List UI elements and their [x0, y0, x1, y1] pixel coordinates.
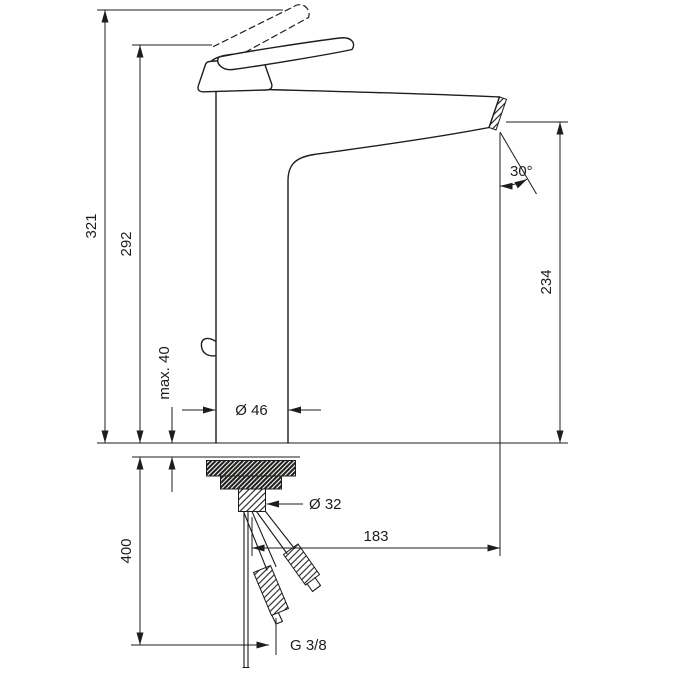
aerator-hatch: [488, 96, 508, 131]
dimension-annotations: 321 292 max. 40 400 234 30° Ø 46 Ø 32 18…: [83, 9, 568, 655]
raised-lever-dashed: [212, 4, 310, 61]
dim-label-max40: max. 40: [156, 346, 173, 399]
dim-label-dia46: Ø 46: [235, 402, 268, 419]
lever-handle: [217, 37, 355, 71]
hose-fitting-1-tip: [271, 612, 284, 625]
hose-fitting-1: [252, 564, 290, 617]
dim-label-dia32: Ø 32: [309, 496, 342, 513]
angle-line-30: [499, 131, 537, 195]
dim-label-321: 321: [83, 213, 100, 238]
angle-arc-30: [499, 178, 528, 190]
spout-underside: [287, 126, 490, 444]
mounting-nut: [220, 475, 282, 490]
supply-hose-2-line-b: [264, 510, 296, 550]
supply-hose-1-line-b: [251, 510, 277, 568]
dim-label-400: 400: [118, 538, 135, 563]
drain-pull-rod: [242, 510, 250, 669]
spout-top-edge: [265, 88, 501, 98]
mounting-flange: [206, 460, 296, 477]
supply-hose-1-line-a: [242, 510, 268, 571]
hose-fitting-2: [282, 543, 321, 586]
threaded-shank: [238, 488, 266, 512]
mounting-assembly: [97, 442, 568, 669]
dim-label-30: 30°: [510, 163, 533, 180]
hose-fitting-2-tip: [306, 576, 322, 593]
dim-label-183: 183: [363, 528, 388, 545]
dim-label-292: 292: [118, 231, 135, 256]
dim-label-234: 234: [538, 269, 555, 294]
pull-rod-knob: [200, 337, 217, 357]
faucet-outline: [197, 4, 508, 444]
dim-label-g38: G 3/8: [290, 637, 327, 654]
